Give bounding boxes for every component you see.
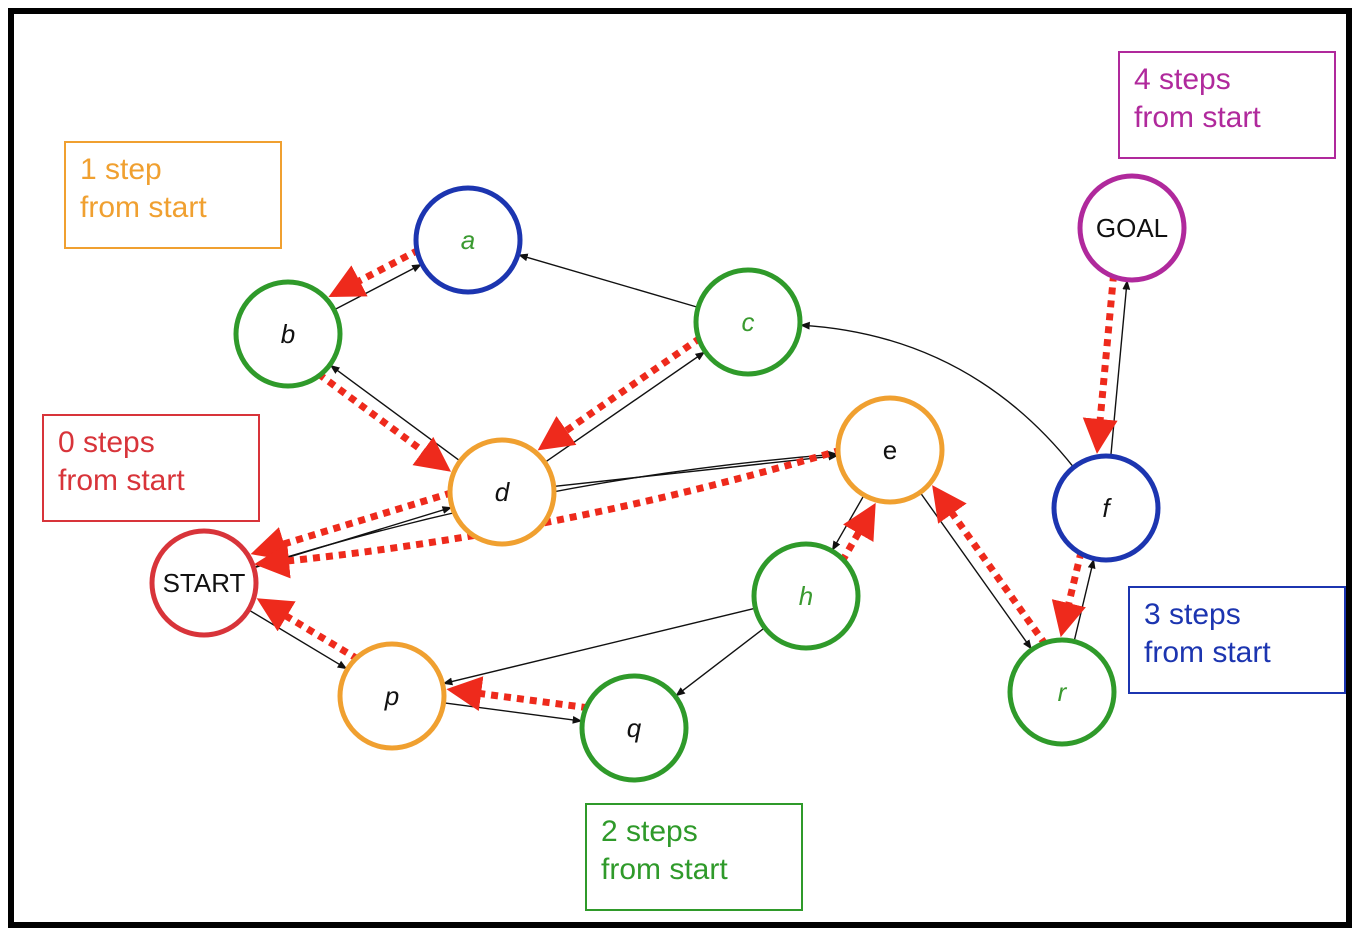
edge-d-b: [329, 364, 461, 462]
legend-step-3: 3 steps from start: [1128, 586, 1346, 694]
edge-e-h: [831, 494, 865, 551]
node-a: a: [413, 185, 523, 295]
node-b: b: [233, 279, 343, 389]
backpointer-b-d: [316, 370, 452, 472]
node-circle: [233, 279, 343, 389]
legend-line-1: 4 steps: [1134, 63, 1231, 96]
node-p: p: [337, 641, 447, 751]
backpointer-e-START: [254, 446, 843, 579]
node-d: d: [447, 437, 557, 547]
backpointer-a-b: [328, 246, 421, 298]
node-circle: [1077, 173, 1187, 283]
node-c: c: [693, 267, 803, 377]
edge-h-q: [675, 627, 766, 697]
node-circle: [149, 528, 259, 638]
node-label: h: [799, 581, 813, 611]
backpointer-p-START: [256, 598, 360, 663]
legend-step-4: 4 steps from start: [1118, 51, 1336, 159]
node-label: GOAL: [1096, 213, 1168, 243]
edge-r-f: [1073, 558, 1096, 642]
node-circle: [337, 641, 447, 751]
node-label: e: [883, 435, 897, 465]
edge-b-a: [333, 263, 422, 311]
node-label: c: [742, 307, 755, 337]
node-label: a: [461, 225, 475, 255]
node-label: q: [627, 713, 642, 743]
backpointer-c-d: [537, 334, 703, 451]
node-r: r: [1007, 637, 1117, 747]
node-label: b: [281, 319, 295, 349]
node-circle: [579, 673, 689, 783]
backpointer-GOAL-f: [1082, 274, 1118, 454]
legend-line-2: from start: [58, 464, 185, 497]
node-label: r: [1058, 677, 1068, 707]
backpointer-r-e: [932, 485, 1049, 647]
edge-e-r: [919, 491, 1032, 650]
backpointer-f-r: [1051, 550, 1086, 638]
node-goal: GOAL: [1077, 173, 1187, 283]
legend-line-2: from start: [1134, 101, 1261, 134]
edge-START-p: [248, 609, 348, 670]
node-circle: [1007, 637, 1117, 747]
node-circle: [1051, 453, 1161, 563]
node-label: START: [163, 568, 246, 598]
edge-c-a: [517, 253, 699, 309]
backpointer-d-START: [250, 489, 454, 561]
edge-d-e: [553, 452, 839, 488]
nodes-layer: START a b c d e f GOAL h p q r: [149, 173, 1187, 783]
edge-f-c: [799, 321, 1075, 468]
node-h: h: [751, 541, 861, 651]
node-circle: [693, 267, 803, 377]
node-circle: [413, 185, 523, 295]
legend-line-2: from start: [601, 853, 728, 886]
legend-line-1: 0 steps: [58, 426, 155, 459]
legend-line-2: from start: [1144, 636, 1271, 669]
node-e: e: [835, 395, 945, 505]
node-label: p: [384, 681, 399, 711]
legend-step-2: 2 steps from start: [585, 803, 803, 911]
legend-line-1: 3 steps: [1144, 598, 1241, 631]
node-label: f: [1102, 493, 1112, 523]
legend-line-1: 1 step: [80, 153, 162, 186]
legend-line-1: 2 steps: [601, 815, 698, 848]
backpointers-layer: [250, 246, 1118, 712]
node-f: f: [1051, 453, 1161, 563]
node-label: d: [495, 477, 511, 507]
node-circle: [751, 541, 861, 651]
backpointer-h-e: [839, 502, 876, 564]
legend-step-1: 1 step from start: [64, 141, 282, 249]
legend-step-0: 0 steps from start: [42, 414, 260, 522]
edge-h-p: [442, 607, 756, 686]
node-q: q: [579, 673, 689, 783]
node-circle: [447, 437, 557, 547]
backpointer-q-p: [446, 676, 589, 712]
node-circle: [835, 395, 945, 505]
edge-d-c: [544, 351, 706, 464]
legend-line-2: from start: [80, 191, 207, 224]
node-start: START: [149, 528, 259, 638]
